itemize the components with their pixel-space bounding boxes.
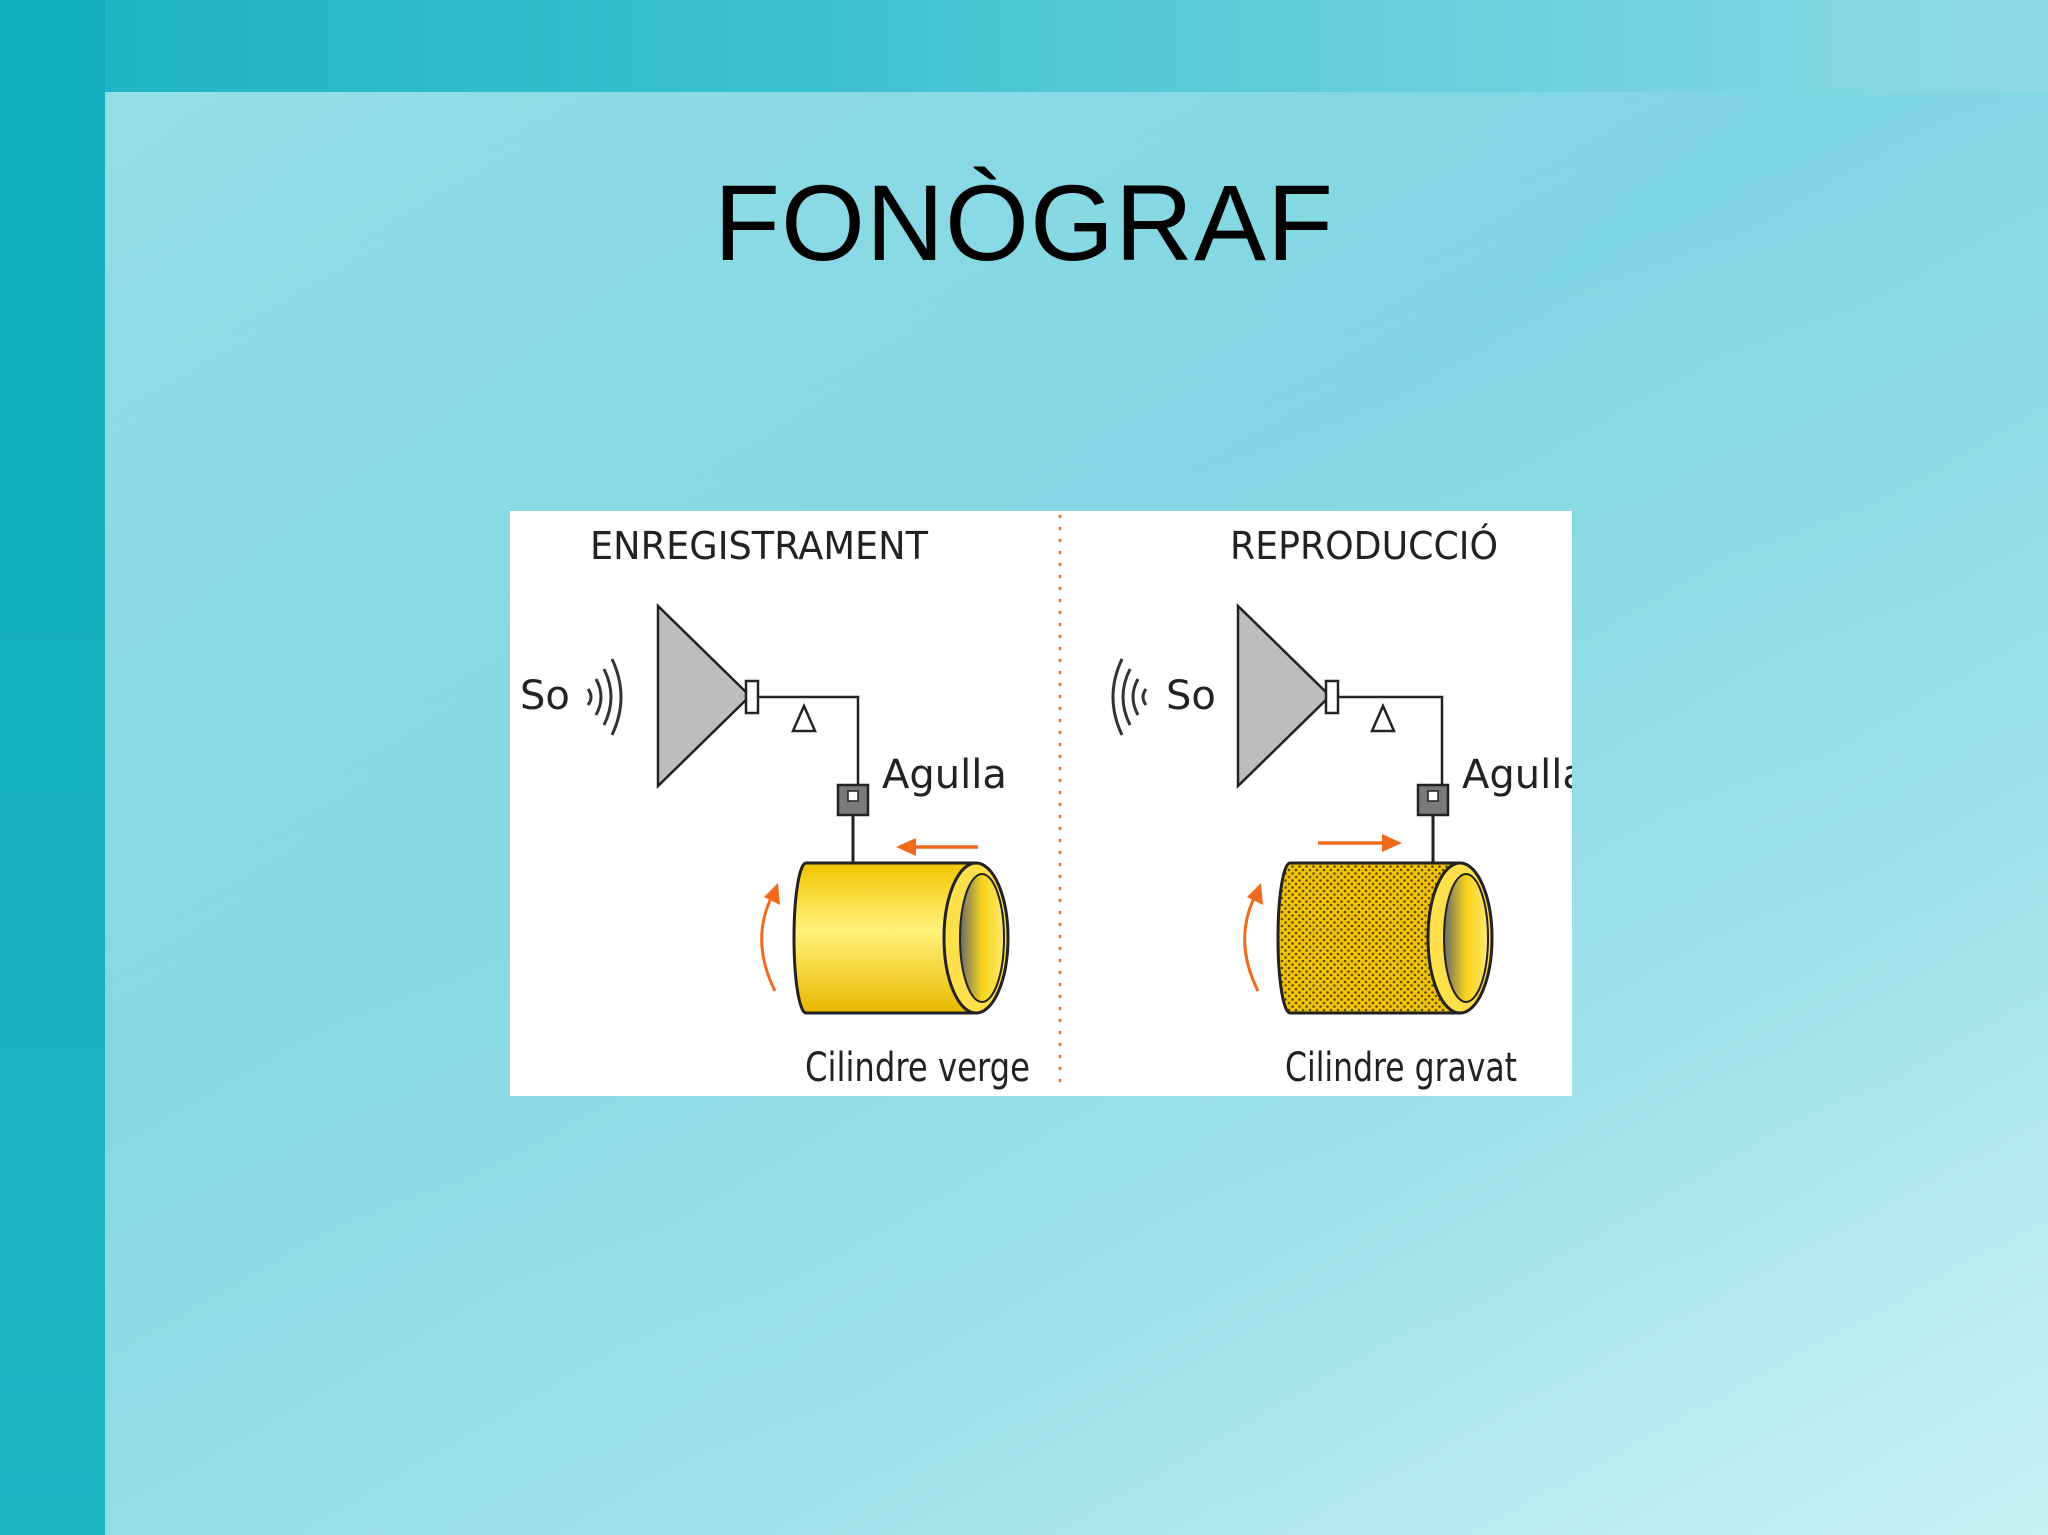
sound-waves-icon bbox=[586, 658, 623, 736]
slide-title: FONÒGRAF bbox=[714, 162, 1334, 283]
left-band bbox=[0, 0, 105, 1535]
stylus-arm bbox=[1338, 695, 1444, 789]
needle-holder-icon bbox=[836, 783, 870, 817]
rotation-arrow-icon bbox=[760, 895, 777, 992]
stylus-arm bbox=[758, 695, 860, 789]
playback-heading: REPRODUCCIÓ bbox=[1230, 524, 1498, 568]
sound-waves-icon bbox=[1111, 658, 1148, 736]
diaphragm-icon bbox=[744, 679, 760, 715]
horn-icon bbox=[656, 603, 752, 789]
engraved-cylinder-icon bbox=[1276, 861, 1494, 1015]
playback-needle-label: Agulla bbox=[1462, 752, 1572, 798]
horn-icon bbox=[1236, 603, 1332, 789]
diaphragm-icon bbox=[1324, 679, 1340, 715]
recording-heading: ENREGISTRAMENT bbox=[590, 524, 929, 568]
pivot-icon bbox=[1370, 702, 1396, 733]
top-band bbox=[0, 0, 2048, 92]
playback-cylinder-label: Cilindre gravat bbox=[1285, 1045, 1517, 1091]
recording-cylinder-label: Cilindre verge bbox=[805, 1045, 1030, 1091]
playback-sound-label: So bbox=[1166, 673, 1216, 719]
rotation-arrow-icon bbox=[1243, 895, 1260, 992]
recording-panel: ENREGISTRAMENT So Agulla bbox=[520, 524, 1030, 1091]
pivot-icon bbox=[791, 702, 817, 733]
playback-panel: REPRODUCCIÓ So Agulla bbox=[1111, 524, 1572, 1091]
phonograph-diagram: ENREGISTRAMENT So Agulla bbox=[510, 511, 1572, 1096]
recording-needle-label: Agulla bbox=[882, 752, 1007, 798]
recording-sound-label: So bbox=[520, 673, 570, 719]
blank-cylinder-icon bbox=[792, 861, 1010, 1015]
